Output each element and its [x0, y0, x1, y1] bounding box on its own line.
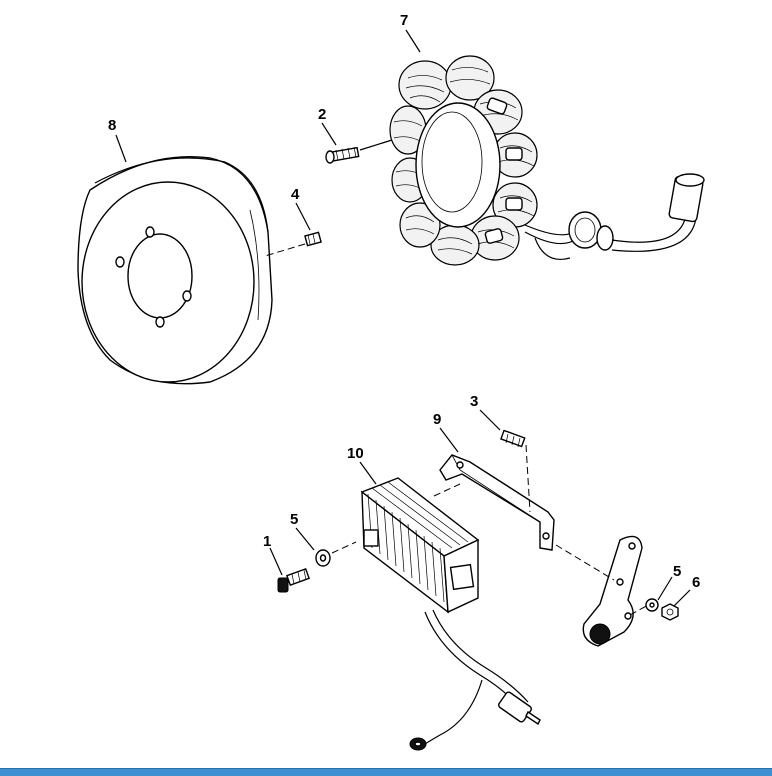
leader-lines: [115, 29, 691, 607]
callout-8: 8: [108, 117, 116, 134]
bracket: [433, 454, 555, 551]
callout-3: 3: [470, 393, 478, 410]
callout-5-left: 5: [290, 511, 298, 528]
callout-2: 2: [318, 106, 326, 123]
washer-left: [315, 541, 357, 567]
callout-7: 7: [400, 12, 408, 29]
stator: [389, 55, 705, 266]
callout-6: 6: [692, 574, 700, 591]
callout-5-right: 5: [673, 563, 681, 580]
callout-4: 4: [291, 186, 300, 203]
mount-plate: [555, 535, 649, 647]
voltage-regulator: [360, 477, 541, 751]
screw-2: [325, 139, 393, 164]
rotor: [77, 155, 273, 385]
callout-9: 9: [433, 411, 441, 428]
nut: [661, 603, 679, 621]
screw-1: [277, 567, 311, 593]
screw-4: [264, 231, 322, 257]
screw-3: [500, 429, 531, 513]
callout-10: 10: [347, 445, 364, 462]
footer-bar: [0, 768, 772, 776]
washer-right: [645, 598, 659, 612]
callout-1: 1: [263, 533, 271, 550]
